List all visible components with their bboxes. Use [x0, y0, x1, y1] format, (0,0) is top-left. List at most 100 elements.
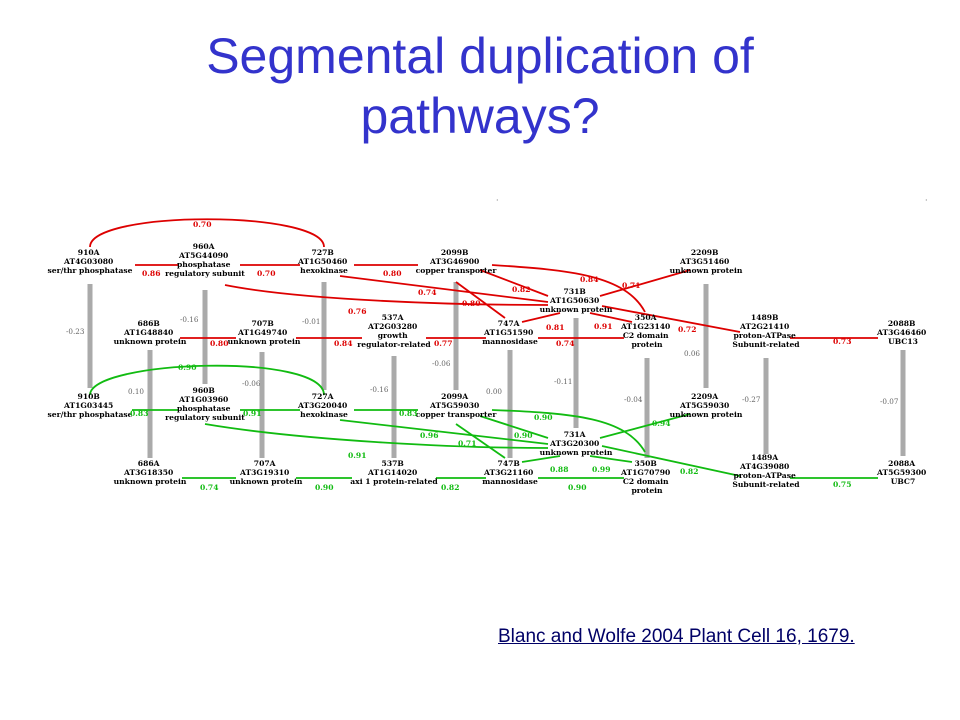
red-link-value: 0.80 [462, 299, 481, 308]
green-link-value: 0.96 [420, 431, 439, 440]
gene-line: AT3G20300 [549, 439, 599, 448]
red-link-2099B-350A [491, 264, 646, 313]
green-link-value: 0.82 [441, 483, 460, 492]
green-link-value: 0.88 [550, 465, 569, 474]
gene-line: copper transporter [416, 410, 498, 419]
green-link-value: 0.90 [514, 431, 533, 440]
gene-747A: 747A AT1G51590 mannosidase [482, 319, 538, 346]
gene-line: protein [631, 486, 663, 495]
gene-2088A: 2088A AT5G59300 UBC7 [876, 459, 929, 486]
red-link-2209B-731B [599, 269, 691, 297]
gene-line: C2 domain [623, 477, 669, 486]
gene-line: unknown protein [670, 410, 743, 419]
vlink-value: -0.27 [742, 395, 761, 404]
gene-707B: 707B AT1G49740 unknown protein [228, 319, 301, 346]
red-values: 0.70 0.86 0.70 0.80 0.84 0.71 0.82 0.74 … [142, 220, 852, 348]
gene-line: 350A [635, 313, 657, 322]
gene-line: AT1G03960 [178, 395, 228, 404]
green-link-960B-731A [204, 423, 549, 449]
gene-line: 2099A [441, 392, 468, 401]
red-link-value: 0.74 [556, 339, 575, 348]
gene-line: 707B [252, 319, 274, 328]
gene-line: regulatory subunit [165, 269, 245, 278]
green-link-value: 0.91 [348, 451, 367, 460]
red-link-value: 0.70 [193, 220, 212, 229]
gene-line: AT1G03445 [63, 401, 113, 410]
gene-line: unknown protein [540, 305, 613, 314]
gene-line: AT1G14020 [367, 468, 417, 477]
vlink-value: -0.04 [624, 395, 643, 404]
gene-line: AT5G59030 [429, 401, 479, 410]
gene-line: regulatory subunit [165, 413, 245, 422]
gene-2209B: 2209B AT3G51460 unknown protein [670, 248, 743, 275]
gene-line: AT3G18350 [123, 468, 173, 477]
green-link-value: 0.74 [200, 483, 219, 492]
gene-line: 727B [312, 248, 334, 257]
gene-line: 537B [382, 459, 404, 468]
gene-line: UBC13 [888, 337, 918, 346]
gene-1489A: 1489A AT4G39080 proton-ATPase Subunit-re… [732, 453, 800, 489]
red-link-value: 0.76 [348, 307, 367, 316]
gene-537B: 537B AT1G14020 axi 1 protein-related [350, 459, 438, 486]
red-link-731B-350A [589, 312, 633, 323]
gene-line: hexokinase [300, 410, 348, 419]
gene-line: AT3G46900 [429, 257, 479, 266]
green-link-value: 0.75 [833, 480, 852, 489]
gene-910A: 910A AT4G03080 ser/thr phosphatase [47, 248, 132, 275]
gene-line: proton-ATPase [734, 471, 796, 480]
vlink-value: 0.10 [128, 387, 144, 396]
vlink-value: -0.01 [302, 317, 320, 326]
vlink-value: -0.11 [554, 377, 572, 386]
vlink-value: -0.23 [66, 327, 85, 336]
gene-line: unknown protein [230, 477, 303, 486]
gene-line: AT1G51590 [483, 328, 533, 337]
speck-mark: · [925, 196, 928, 205]
red-link-value: 0.72 [678, 325, 697, 334]
green-link-731A-1489A [601, 445, 741, 477]
gene-line: 731A [564, 430, 586, 439]
red-link-value: 0.84 [334, 339, 353, 348]
gene-labels: 910A AT4G03080 ser/thr phosphatase 960A … [47, 242, 929, 495]
red-link-value: 0.81 [546, 323, 565, 332]
green-link-value: 0.82 [680, 467, 699, 476]
red-link-2099B-747A [455, 281, 506, 319]
gene-line: unknown protein [540, 448, 613, 457]
red-link-value: 0.80 [210, 339, 229, 348]
gene-line: 910A [78, 248, 100, 257]
vlink-value: -0.06 [242, 379, 261, 388]
gene-line: AT1G50630 [549, 296, 599, 305]
gene-line: 707A [254, 459, 276, 468]
vlink-value: -0.16 [180, 315, 199, 324]
vlink-value: -0.06 [432, 359, 451, 368]
gene-960A: 960A AT5G44090 phosphatase regulatory su… [165, 242, 245, 278]
red-link-2099B-731B [479, 269, 549, 297]
gene-350B: 350B AT1G70790 C2 domain protein [620, 459, 673, 495]
gene-line: AT5G59300 [876, 468, 926, 477]
red-link-value: 0.86 [142, 269, 161, 278]
vertical-values: -0.23 -0.16 -0.01 -0.06 -0.11 0.06 0.10 … [66, 315, 899, 406]
gene-line: 2088A [888, 459, 915, 468]
green-link-value: 0.71 [458, 439, 477, 448]
green-link-value: 0.99 [592, 465, 611, 474]
gene-line: ser/thr phosphatase [47, 410, 132, 419]
gene-line: growth [378, 331, 408, 340]
gene-2209A: 2209A AT5G59030 unknown protein [670, 392, 743, 419]
red-links [89, 218, 878, 339]
green-link-value: 0.91 [243, 409, 262, 418]
gene-line: copper transporter [416, 266, 498, 275]
red-link-960A-731B [224, 284, 549, 306]
green-link-value: 0.90 [568, 483, 587, 492]
gene-line: AT1G48840 [123, 328, 173, 337]
gene-line: axi 1 protein-related [350, 477, 438, 486]
red-link-value: 0.84 [580, 275, 599, 284]
gene-line: 2209A [691, 392, 718, 401]
red-link-910A-727B [89, 218, 325, 248]
gene-line: AT5G59030 [679, 401, 729, 410]
gene-line: AT5G44090 [178, 251, 228, 260]
gene-line: AT3G20040 [297, 401, 347, 410]
gene-731B: 731B AT1G50630 unknown protein [540, 287, 613, 314]
gene-707A: 707A AT3G19310 unknown protein [230, 459, 303, 486]
gene-line: AT1G70790 [620, 468, 670, 477]
gene-line: 910B [78, 392, 100, 401]
